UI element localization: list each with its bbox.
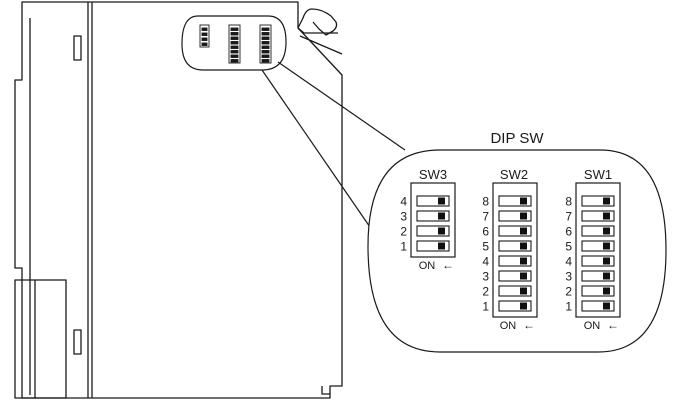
sw1-position-number: 5 [565, 240, 572, 254]
slot-window-top [73, 35, 82, 61]
sw2-position-number: 5 [482, 240, 489, 254]
diagram-title: DIP SW [490, 130, 544, 147]
sw3-slot [416, 240, 450, 252]
leader-line-top [277, 61, 406, 151]
sw3-on-arrow: ← [442, 258, 454, 272]
sw2-slot [498, 225, 532, 237]
sw2-slot [498, 240, 532, 252]
main-body [88, 1, 343, 399]
sw1-slot [581, 285, 615, 297]
sw3-knob [438, 227, 445, 235]
sw2-label: SW2 [500, 167, 528, 182]
sw2-knob [520, 227, 527, 235]
sw1-on-arrow: ← [607, 318, 619, 332]
sw1-knob [603, 257, 610, 265]
sw1-slot [581, 255, 615, 267]
sw1-slot [581, 300, 615, 312]
sw2-knob [520, 272, 527, 280]
sw2-position-number: 7 [482, 210, 489, 224]
sw2-position-number: 3 [482, 270, 489, 284]
sw1-position-number: 6 [565, 225, 572, 239]
device-housing [14, 1, 343, 399]
leader-line-bottom [261, 69, 373, 231]
sw1-knob [603, 242, 610, 250]
bottom-notch [321, 386, 330, 395]
sw1-knob [603, 227, 610, 235]
sw1-position-number: 7 [565, 210, 572, 224]
sw3-slot [416, 225, 450, 237]
sw1-knob [603, 272, 610, 280]
sw2-knob [520, 242, 527, 250]
sw1-slot [581, 270, 615, 282]
rear-bracket [14, 1, 89, 399]
sw2-position-number: 6 [482, 225, 489, 239]
sw3-knob [438, 242, 445, 250]
sw3-position-number: 1 [400, 240, 407, 254]
mini-sw2 [228, 24, 241, 64]
slot-window-bottom [73, 329, 82, 355]
mini-sw3 [199, 24, 210, 48]
top-latch [297, 8, 338, 36]
sw1-knob [603, 302, 610, 310]
sw1-position-number: 2 [565, 285, 572, 299]
sw1-position-number: 8 [565, 195, 572, 209]
sw2-on-label: ON [500, 320, 517, 332]
sw2-knob [520, 212, 527, 220]
sw3-slot [416, 195, 450, 207]
sw3-position-number: 2 [400, 225, 407, 239]
sw1-slot [581, 240, 615, 252]
sw2-knob [520, 287, 527, 295]
sw1-position-number: 3 [565, 270, 572, 284]
sw2-slot [498, 255, 532, 267]
sw3-knob [438, 212, 445, 220]
sw3-label: SW3 [419, 167, 447, 182]
sw3-position-number: 4 [400, 195, 407, 209]
connector-block [14, 279, 67, 399]
latch-body [299, 35, 343, 55]
sw2-position-number: 1 [482, 300, 489, 314]
sw1-slot [581, 225, 615, 237]
sw3-on-label: ON [419, 260, 436, 272]
mini-sw1 [259, 24, 272, 64]
sw2-position-number: 2 [482, 285, 489, 299]
sw1-knob [603, 212, 610, 220]
sw1-knob [603, 287, 610, 295]
sw1-position-number: 1 [565, 300, 572, 314]
sw2-position-number: 8 [482, 195, 489, 209]
sw2-knob [520, 257, 527, 265]
sw2-slot [498, 210, 532, 222]
sw2-slot [498, 285, 532, 297]
sw1-slot [581, 195, 615, 207]
switch-location-oval [181, 15, 287, 71]
sw2-slot [498, 300, 532, 312]
sw2-knob [520, 302, 527, 310]
sw1-on-label: ON [584, 320, 601, 332]
sw1-position-number: 4 [565, 255, 572, 269]
sw2-knob [520, 197, 527, 205]
sw2-slot [498, 270, 532, 282]
sw1-knob [603, 197, 610, 205]
sw2-on-arrow: ← [523, 318, 535, 332]
sw3-slot [416, 210, 450, 222]
sw3-knob [438, 197, 445, 205]
sw3-position-number: 3 [400, 210, 407, 224]
sw1-slot [581, 210, 615, 222]
sw2-slot [498, 195, 532, 207]
sw1-label: SW1 [584, 167, 612, 182]
sw2-position-number: 4 [482, 255, 489, 269]
